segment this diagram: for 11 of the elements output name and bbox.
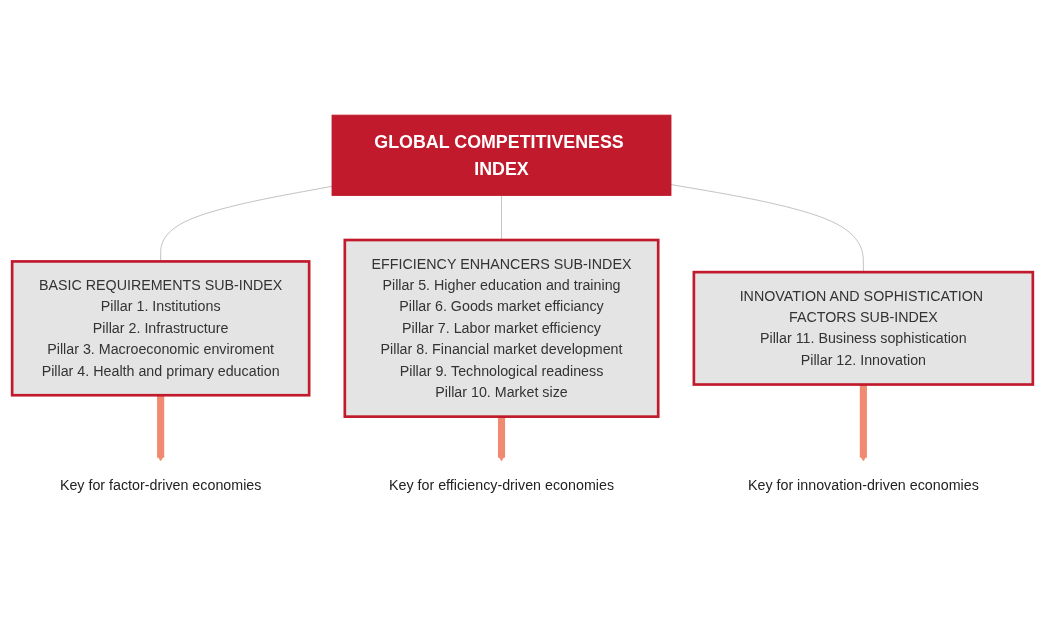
node-text: Key for innovation-driven economies <box>747 477 979 493</box>
node-text: Key for efficiency-driven economies <box>389 477 615 493</box>
connector <box>160 185 333 262</box>
node-box: BASIC REQUIREMENTS SUB-INDEX Pillar 1. Institutions Pillar 2. Infrastructure Pillar 3. Macroeconomic enviroment Pillar 4. Health and primary education <box>10 259 311 397</box>
node-box: EFFICIENCY ENHANCERS SUB-INDEX Pillar 5. Higher education and training Pillar 6. Goods market efficiancy Pillar 7. Labor market efficiency Pillar 8. Financial market development Pillar 9. Technological readiness Pillar 10. Market size <box>343 238 660 418</box>
arrow <box>859 384 868 462</box>
node-box: INNOVATION AND SOPHISTICATION FACTORS SUB-INDEX Pillar 11. Business sophistication Pillar 12. Innovation <box>692 270 1035 386</box>
node-box: GLOBAL COMPETITIVENESS INDEX <box>331 114 672 196</box>
arrow <box>497 416 506 462</box>
arrow <box>156 394 165 462</box>
node-text: Key for factor-driven economies <box>59 477 262 493</box>
